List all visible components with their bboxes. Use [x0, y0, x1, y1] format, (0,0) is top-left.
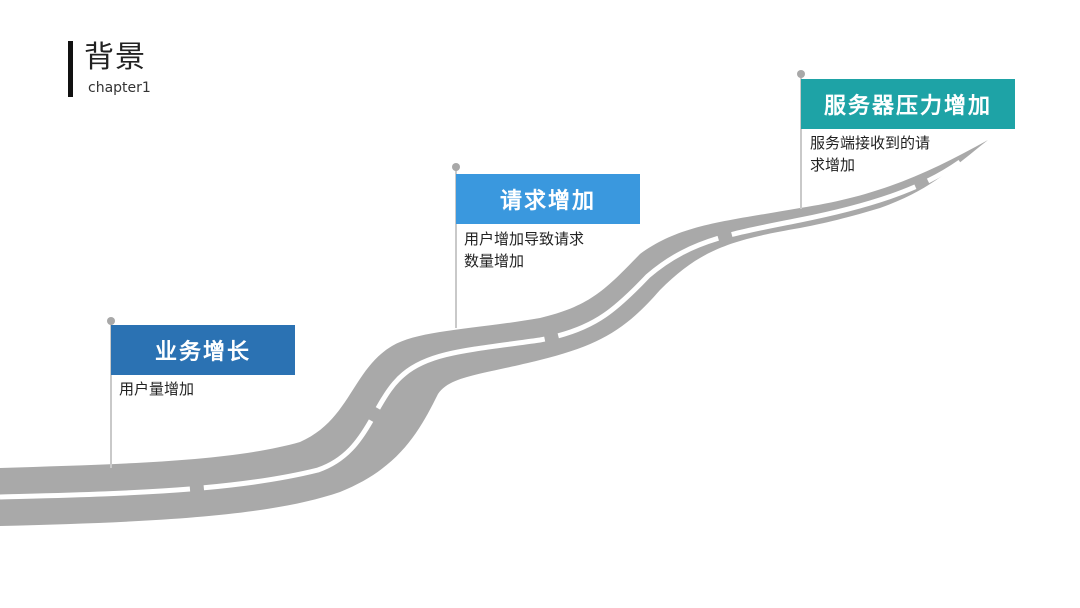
- milestone-title-1: 业务增长: [111, 325, 295, 375]
- milestone-title-3: 服务器压力增加: [801, 79, 1015, 129]
- title-accent-bar: [68, 41, 73, 97]
- milestone-title-2: 请求增加: [456, 174, 640, 224]
- milestone-pole-top-3: [797, 70, 805, 78]
- milestone-pole-3: [800, 75, 802, 209]
- page-title: 背景: [84, 40, 146, 75]
- milestone-description-3: 服务端接收到的请 求增加: [810, 134, 931, 174]
- road-surface: [0, 140, 988, 526]
- milestone-description-2: 用户增加导致请求 数量增加: [464, 230, 585, 270]
- milestone-pole-2: [455, 168, 457, 328]
- milestone-description-1: 用户量增加: [119, 380, 195, 398]
- page-subtitle: chapter1: [88, 80, 151, 96]
- milestone-pole-top-1: [107, 317, 115, 325]
- milestone-pole-1: [110, 322, 112, 468]
- milestone-pole-top-2: [452, 163, 460, 171]
- road-center-line: [0, 159, 962, 500]
